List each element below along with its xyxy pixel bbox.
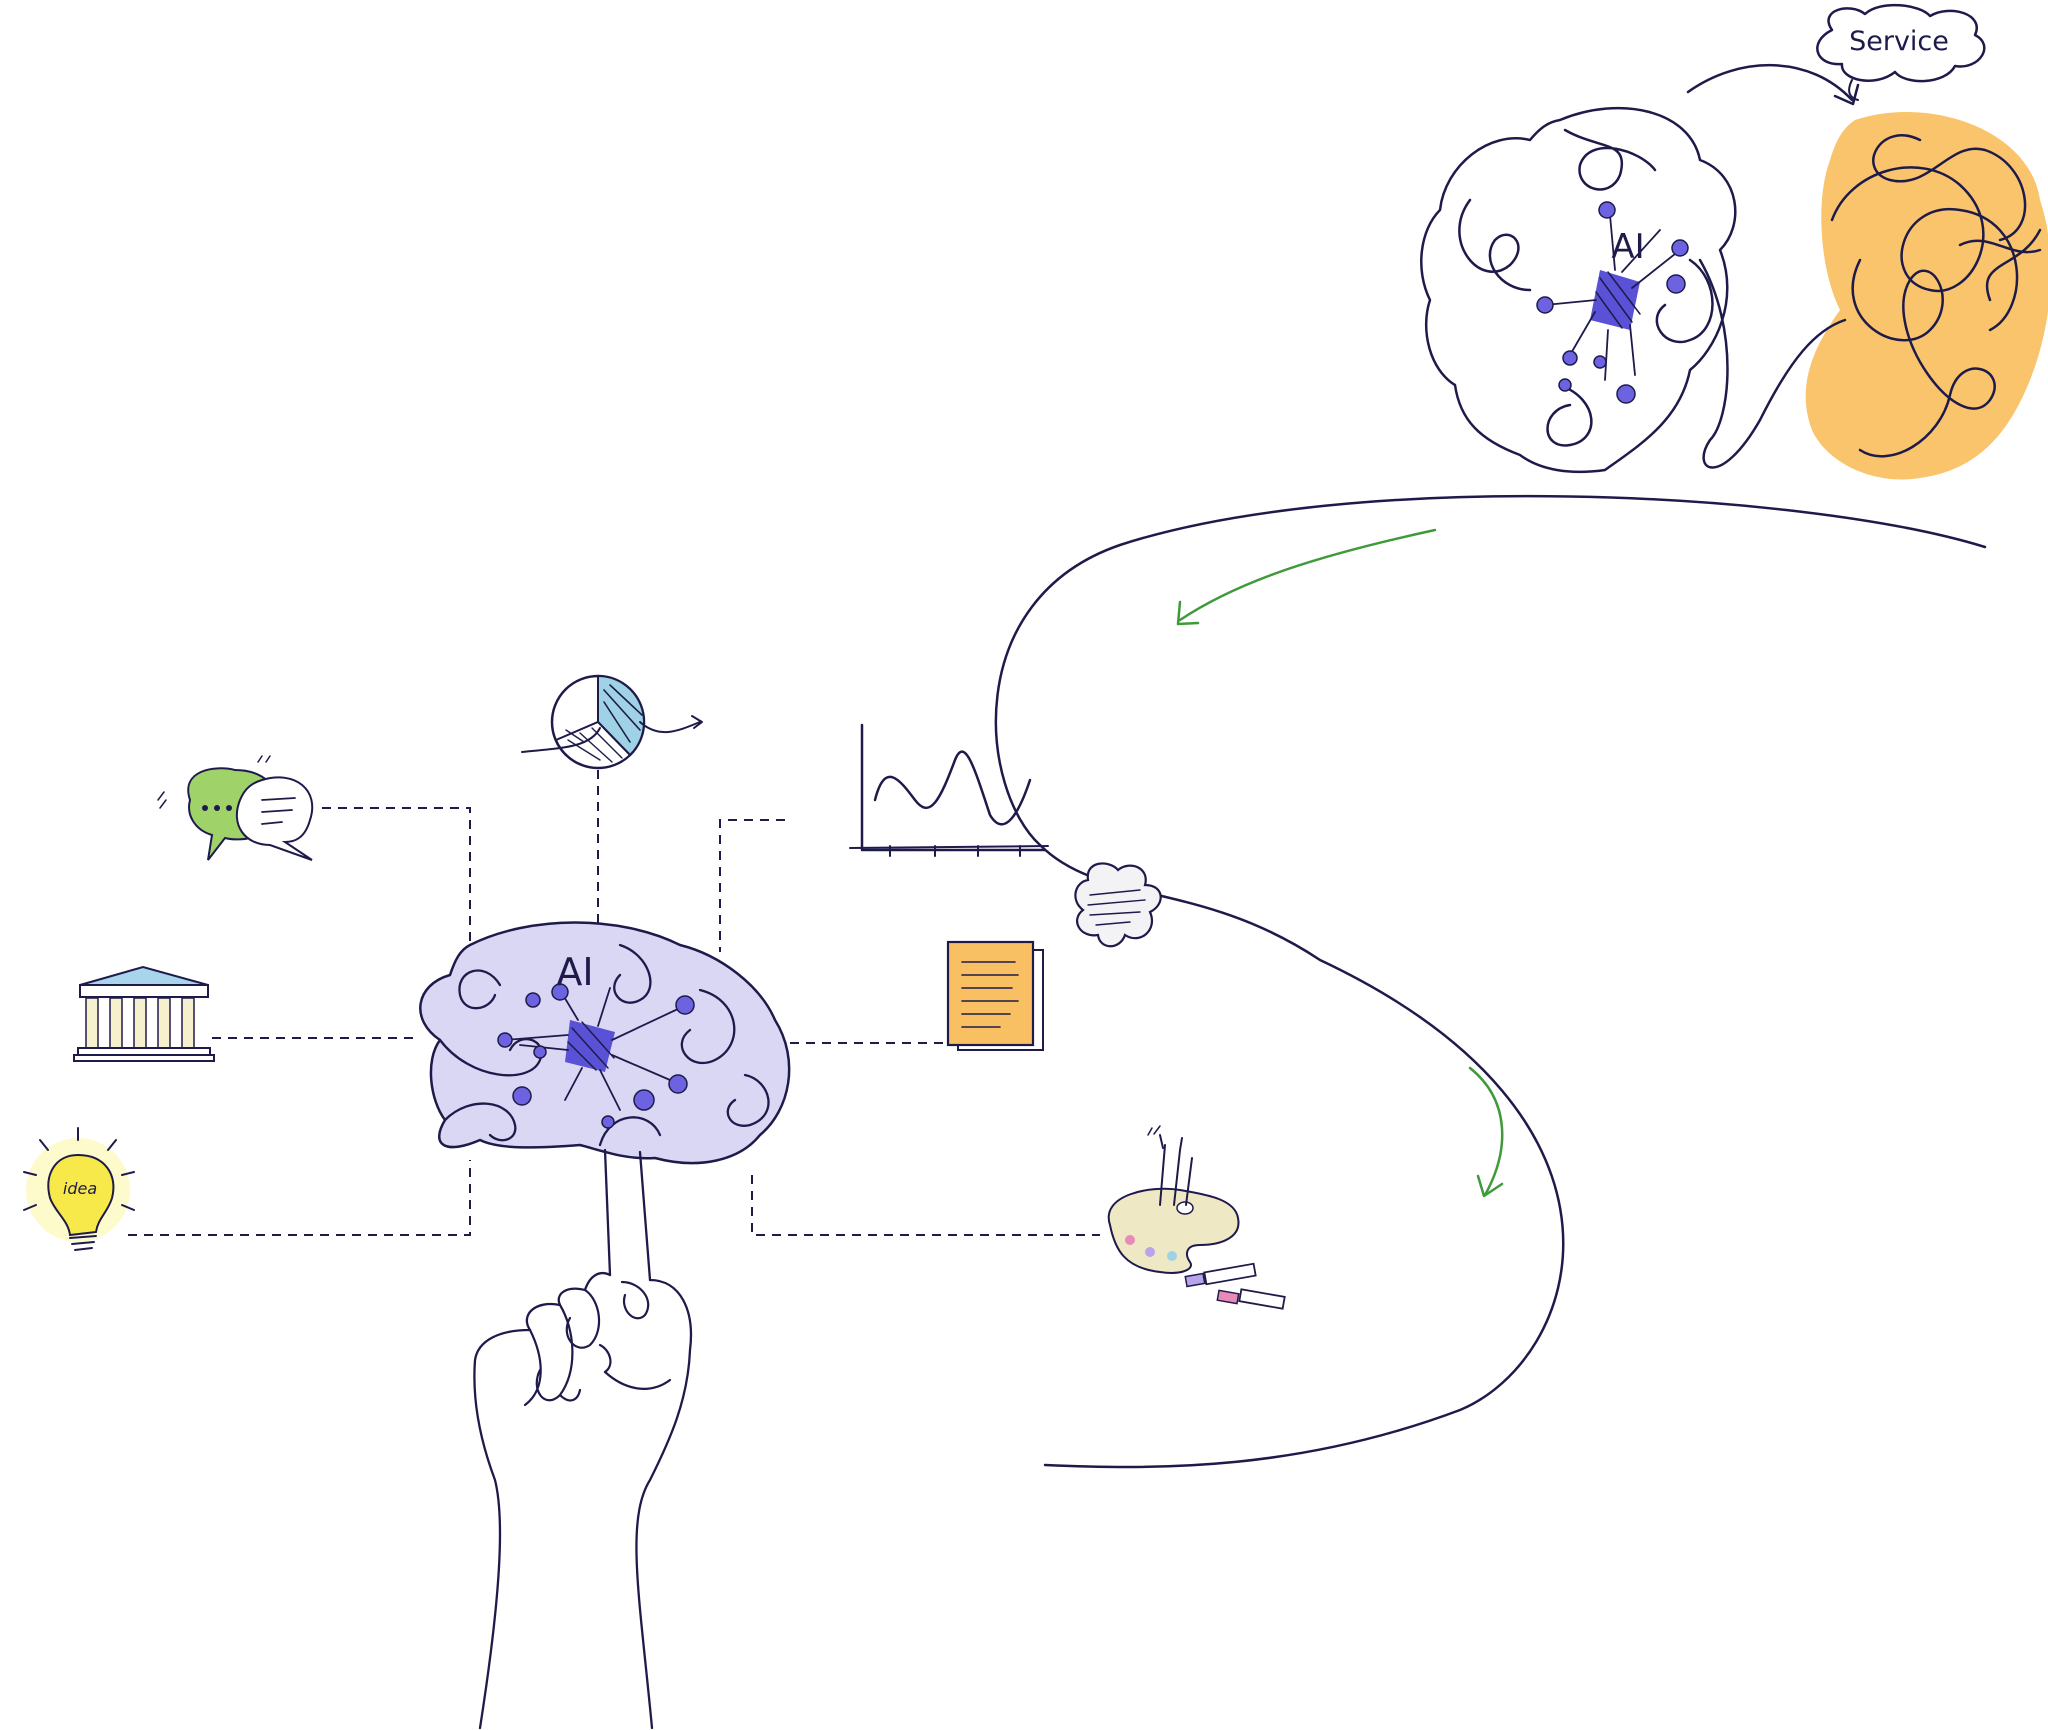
dashed-connectors [128,770,1100,1236]
bank-building-icon [73,965,215,1062]
paint-palette-icon [1107,1125,1286,1310]
pie-chart-icon [521,674,703,770]
raised-fist-icon [473,1148,693,1730]
service-brain-label: AI [1611,227,1644,267]
document-icon [946,940,1044,1051]
line-graph-icon [849,723,1049,857]
chat-bubbles-icon [157,755,314,861]
green-arrow-upper [1176,528,1437,626]
orange-brain [1805,112,2048,480]
central-brain-label: AI [556,950,593,994]
service-ai-brain: AI [1420,107,1847,474]
lightbulb-icon: idea [23,1127,135,1251]
service-chip-icon [1590,270,1640,330]
service-bubble-label: Service [1849,26,1949,57]
service-bubble: Service [1816,3,1986,101]
flow-curve [994,494,1987,1469]
arrow-to-service [1686,64,1854,102]
puzzle-blob-icon [1074,862,1162,948]
green-arrow-lower [1468,1066,1504,1198]
central-ai-brain: AI [419,921,791,1165]
idea-bulb-label: idea [63,1179,97,1198]
